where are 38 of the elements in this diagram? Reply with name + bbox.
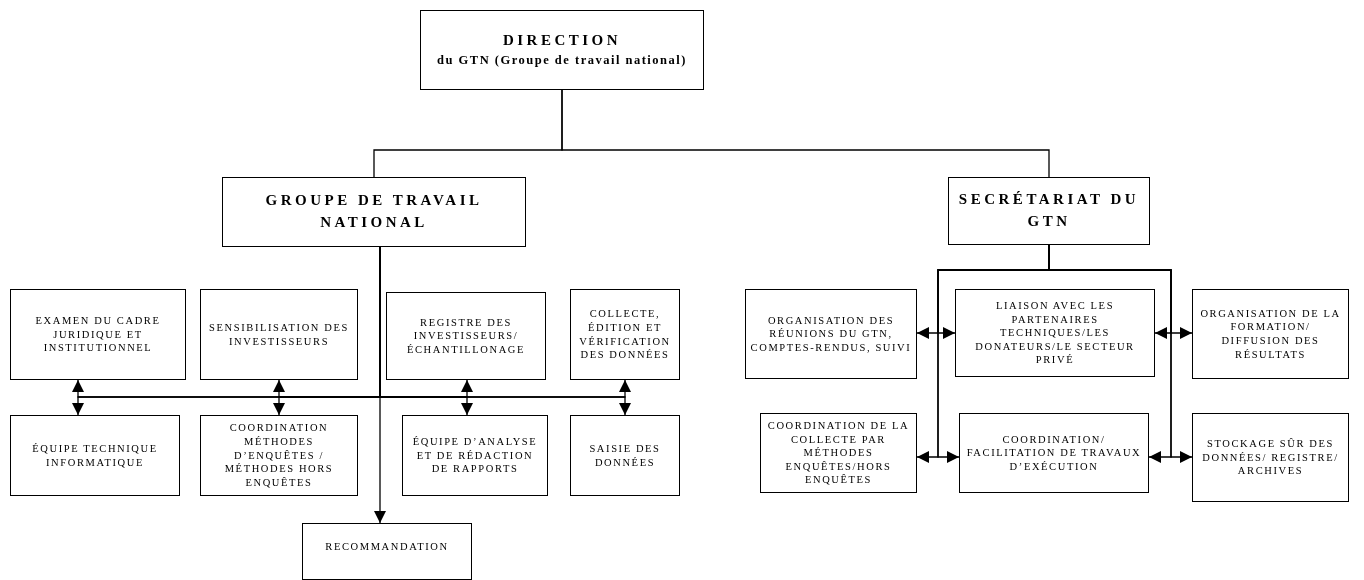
org-box bbox=[745, 289, 917, 379]
org-box bbox=[10, 289, 186, 380]
box-label: RECOMMANDATION bbox=[325, 540, 449, 554]
box-label: COORDINATION MÉTHODES D’ENQUÊTES / MÉTHODES HORS ENQUÊTES bbox=[223, 421, 335, 490]
box-label: SAISIE DES DONNÉES bbox=[588, 441, 662, 470]
org-box bbox=[955, 289, 1155, 377]
org-box bbox=[948, 177, 1150, 245]
connector-line bbox=[561, 89, 1050, 178]
box-label: REGISTRE DES INVESTISSEURS/ ÉCHANTILLONAGE bbox=[405, 315, 527, 357]
org-box bbox=[1192, 413, 1349, 502]
box-label: SECRÉTARIAT DU GTN bbox=[957, 190, 1141, 231]
org-box bbox=[200, 415, 358, 496]
org-box bbox=[302, 523, 472, 580]
org-box bbox=[570, 415, 680, 496]
box-label: COLLECTE, ÉDITION ET VÉRIFICATION DES DONNÉES bbox=[578, 307, 672, 362]
box-label: ORGANISATION DES RÉUNIONS DU GTN, COMPTES-RENDUS, SUIVI bbox=[750, 313, 912, 355]
box-label: du GTN (Groupe de travail national) bbox=[437, 52, 687, 70]
org-box bbox=[10, 415, 180, 496]
org-box bbox=[402, 415, 548, 496]
box-label: LIAISON AVEC LES PARTENAIRES TECHNIQUES/LES DONATEURS/LE SECTEUR PRIVÉ bbox=[974, 298, 1136, 368]
org-box bbox=[222, 177, 526, 247]
box-label: SENSIBILISATION DES INVESTISSEURS bbox=[208, 320, 350, 349]
box-label: GROUPE DE TRAVAIL NATIONAL bbox=[264, 191, 484, 232]
org-box bbox=[760, 413, 917, 493]
box-label: COORDINATION/ FACILITATION DE TRAVAUX D’EXÉCUTION bbox=[965, 432, 1143, 474]
box-label: COORDINATION DE LA COLLECTE PAR MÉTHODES ENQUÊTES/HORS ENQUÊTES bbox=[766, 418, 911, 488]
org-box bbox=[200, 289, 358, 380]
box-label: ORGANISATION DE LA FORMATION/ DIFFUSION DES RÉSULTATS bbox=[1199, 306, 1342, 362]
box-label: STOCKAGE SÛR DES DONNÉES/ REGISTRE/ ARCHIVES bbox=[1201, 437, 1340, 478]
box-label: ÉQUIPE TECHNIQUE INFORMATIQUE bbox=[31, 441, 159, 470]
org-box bbox=[1192, 289, 1349, 379]
box-label: EXAMEN DU CADRE JURIDIQUE ET INSTITUTIONNEL bbox=[34, 314, 162, 355]
org-box bbox=[570, 289, 680, 380]
box-label: DIRECTION bbox=[502, 31, 622, 51]
org-box bbox=[386, 292, 546, 380]
box-label: ÉQUIPE D’ANALYSE ET DE RÉDACTION DE RAPPORTS bbox=[411, 435, 539, 476]
org-box bbox=[420, 10, 704, 90]
org-box bbox=[959, 413, 1149, 493]
